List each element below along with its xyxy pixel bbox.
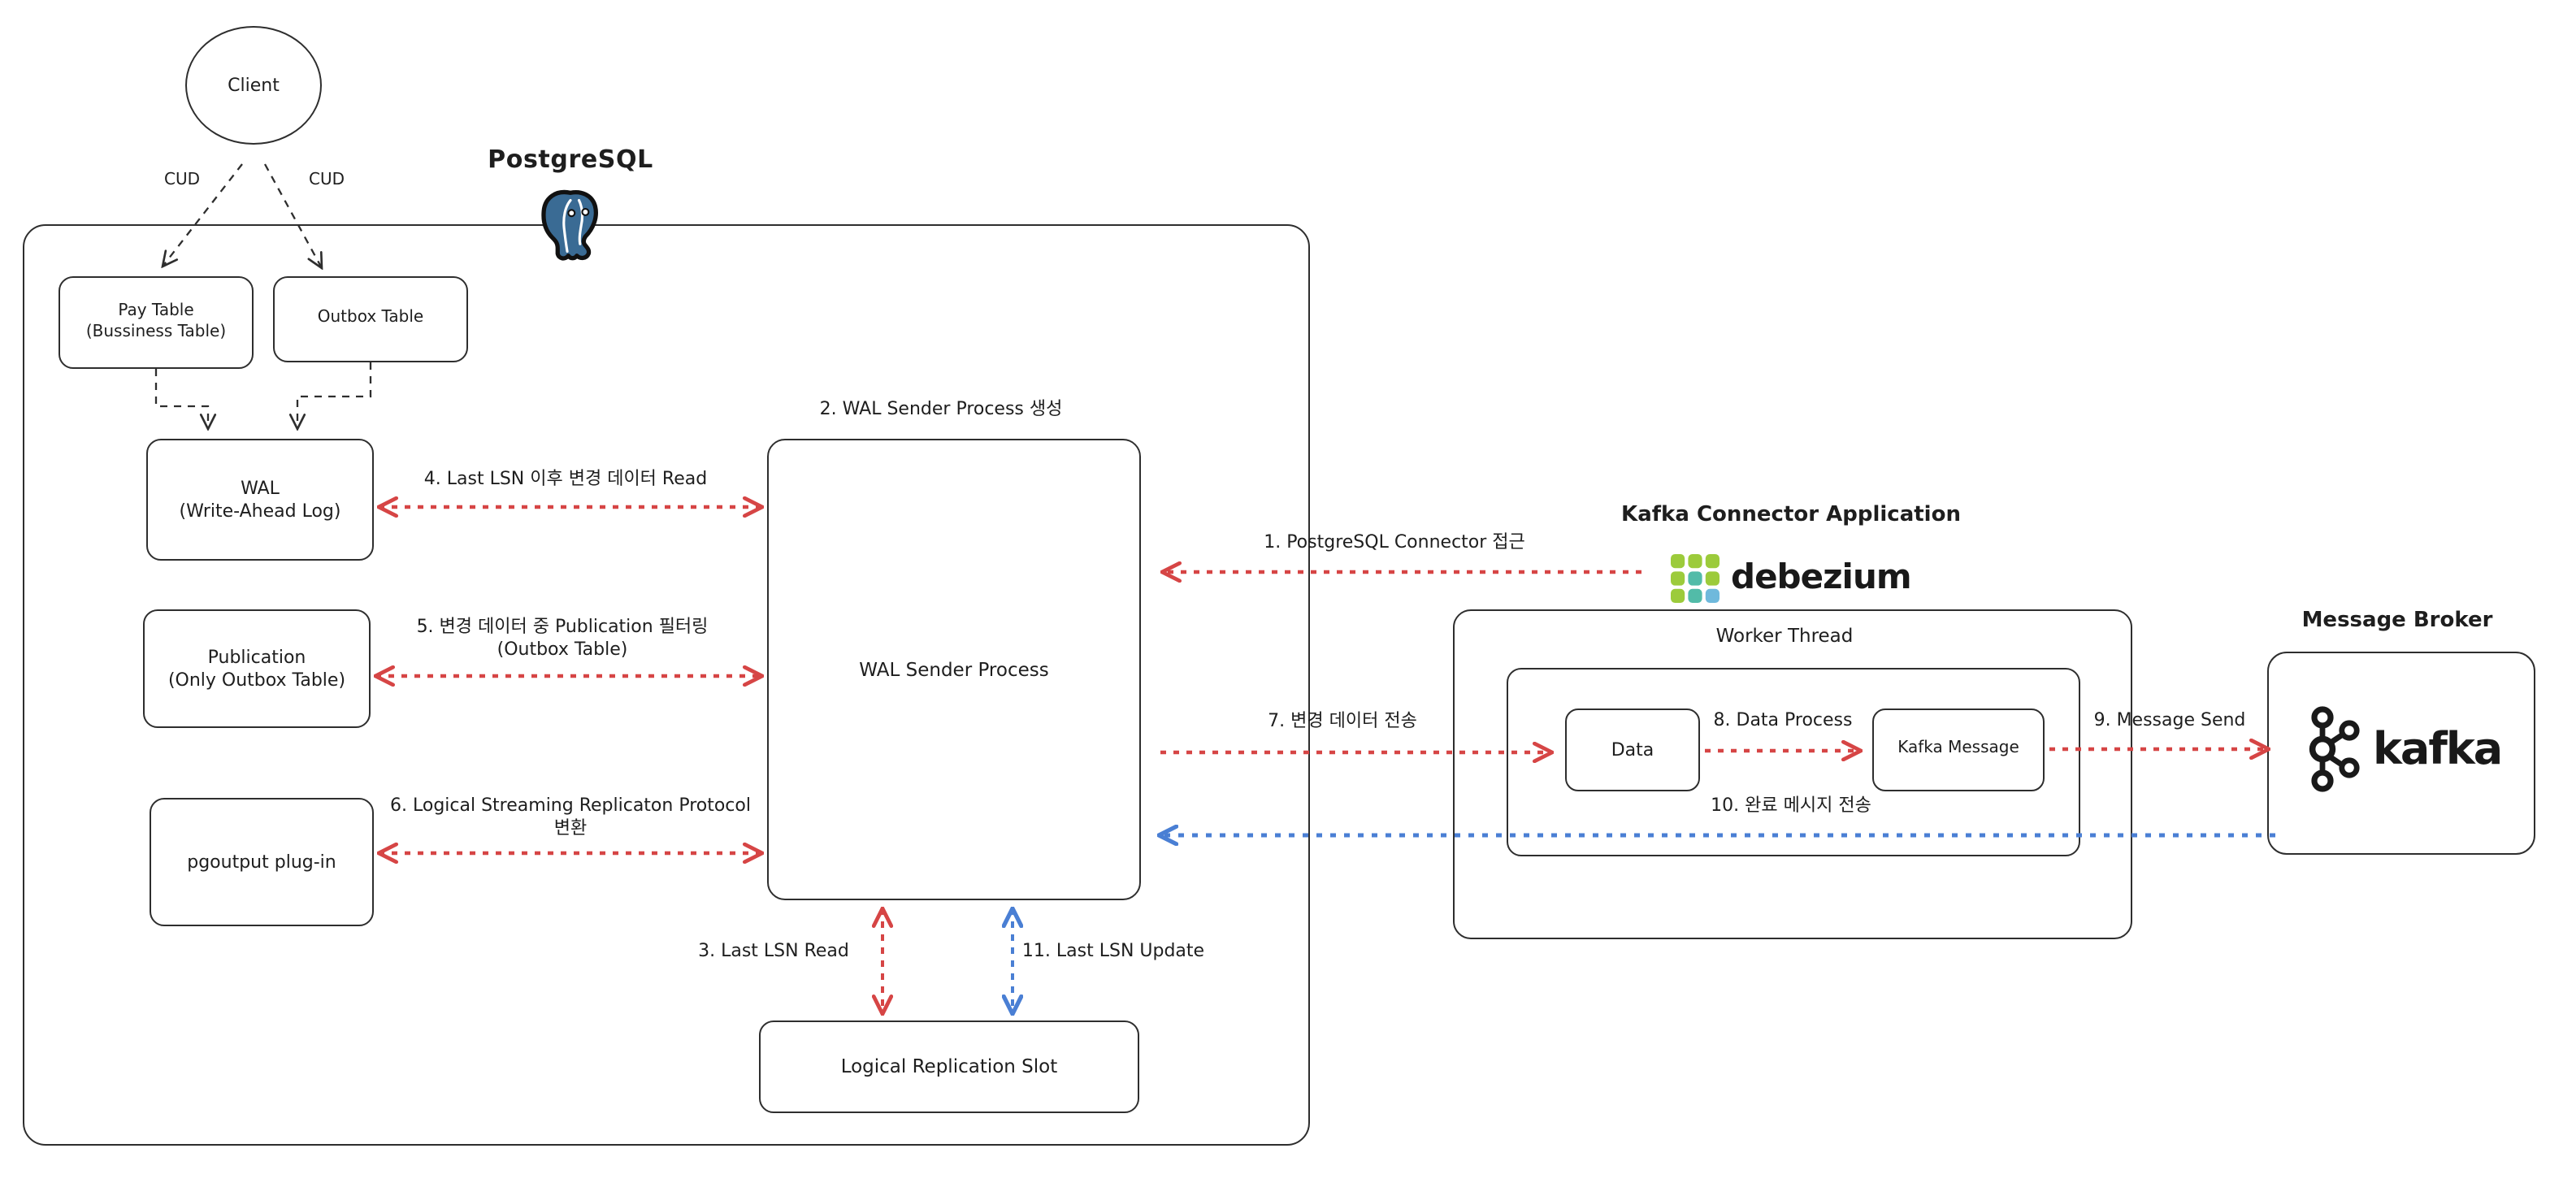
wal-sender-box: WAL Sender Process [767,439,1141,900]
pay-table-line1: Pay Table [118,302,194,320]
pay-table-box: Pay Table (Bussiness Table) [59,276,254,369]
wal-box: WAL (Write-Ahead Log) [146,439,374,561]
wal-line2: (Write-Ahead Log) [179,500,341,521]
postgresql-container [23,224,1310,1146]
step-5-line2: (Outbox Table) [497,639,628,660]
kafka-message-box: Kafka Message [1872,708,2045,791]
debezium-logo-text: debezium [1731,557,1912,596]
debezium-logo: debezium [1671,552,1912,603]
step-10-label: 10. 완료 메시지 전송 [1711,795,1871,816]
publication-line2: (Only Outbox Table) [167,669,346,690]
step-6-line2: 변환 [553,817,588,838]
cud-left-label: CUD [163,171,201,189]
step-8-label: 8. Data Process [1713,709,1853,730]
publication-box: Publication (Only Outbox Table) [143,609,371,728]
worker-thread-label: Worker Thread [1715,624,1854,647]
wal-line1: WAL [241,477,280,499]
cud-right-label: CUD [308,171,345,189]
outbox-table-label: Outbox Table [317,309,424,327]
postgresql-logo [536,187,605,265]
postgresql-title: PostgreSQL [488,145,653,174]
step-3-label: 3. Last LSN Read [698,940,849,961]
debezium-tiles-icon [1671,553,1720,602]
kafka-message-label: Kafka Message [1897,739,2019,758]
step-7-label: 7. 변경 데이터 전송 [1268,710,1417,731]
pay-table-line2: (Bussiness Table) [85,323,227,340]
step-2-label: 2. WAL Sender Process 생성 [819,398,1063,419]
publication-line1: Publication [207,646,306,668]
data-box-label: Data [1611,739,1654,760]
kafka-logo-text: kafka [2373,724,2503,774]
outbox-table-box: Outbox Table [273,276,468,362]
kafka-connector-title: Kafka Connector Application [1621,503,1961,527]
step-1-label: 1. PostgreSQL Connector 접근 [1264,531,1525,552]
replication-slot-label: Logical Replication Slot [840,1055,1058,1078]
step-9-label: 9. Message Send [2093,709,2246,730]
step-4-label: 4. Last LSN 이후 변경 데이터 Read [423,468,708,489]
step-5-line1: 5. 변경 데이터 중 Publication 필터링 [416,616,709,637]
step-11-label: 11. Last LSN Update [1021,940,1205,961]
data-box: Data [1565,708,1700,791]
step-6-line1: 6. Logical Streaming Replicaton Protocol [390,795,751,816]
kafka-nodes-icon [2309,706,2360,792]
postgresql-elephant-icon [541,189,598,261]
client-label: Client [228,74,280,96]
worker-thread-box [1507,668,2080,856]
pgoutput-label: pgoutput plug-in [187,851,336,873]
client-node: Client [185,26,322,145]
replication-slot-box: Logical Replication Slot [759,1020,1139,1113]
step-6-label: 6. Logical Streaming Replicaton Protocol… [390,795,751,840]
kafka-logo: kafka [2306,705,2503,793]
message-broker-title: Message Broker [2301,609,2493,633]
wal-sender-label: WAL Sender Process [859,657,1049,681]
kafka-connector-box [1453,609,2132,939]
step-5-label: 5. 변경 데이터 중 Publication 필터링 (Outbox Tabl… [417,616,709,661]
pgoutput-box: pgoutput plug-in [150,798,374,926]
